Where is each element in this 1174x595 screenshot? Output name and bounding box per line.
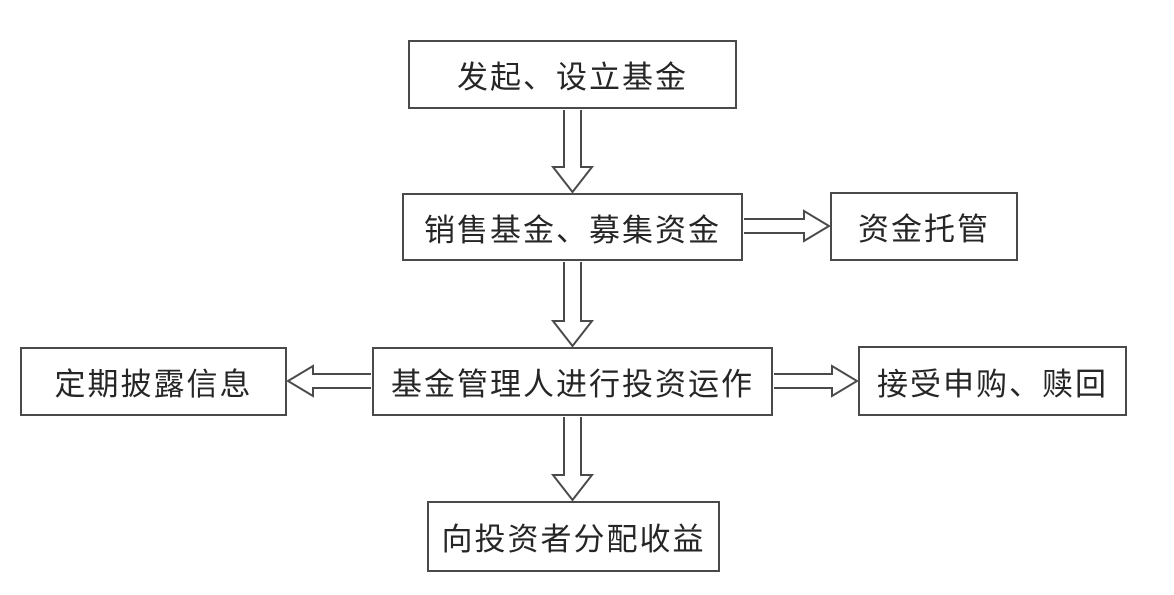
arrow-manage-to-disclose-icon	[286, 364, 371, 398]
arrow-sell-to-manage-icon	[550, 262, 595, 348]
node-subscription-redemption-label: 接受申购、赎回	[877, 366, 1108, 403]
arrow-initiate-to-sell-icon	[550, 110, 595, 194]
node-initiate-fund: 发起、设立基金	[408, 40, 737, 109]
node-manager-investment-label: 基金管理人进行投资运作	[391, 367, 754, 403]
node-fund-custody: 资金托管	[830, 192, 1018, 261]
arrow-sell-to-custody-icon	[744, 209, 831, 243]
arrow-manage-to-redeem-icon	[774, 364, 859, 398]
node-disclose-info-label: 定期披露信息	[54, 367, 253, 403]
node-fund-custody-label: 资金托管	[858, 212, 990, 248]
node-initiate-fund-label: 发起、设立基金	[457, 60, 688, 96]
node-disclose-info: 定期披露信息	[20, 347, 287, 416]
arrow-manage-to-distribute-icon	[550, 417, 595, 502]
node-manager-investment: 基金管理人进行投资运作	[372, 347, 773, 416]
node-subscription-redemption: 接受申购、赎回	[858, 346, 1127, 416]
node-sell-raise-capital-label: 销售基金、募集资金	[424, 212, 721, 249]
node-distribute-returns-label: 向投资者分配收益	[441, 522, 706, 558]
node-distribute-returns: 向投资者分配收益	[427, 501, 720, 572]
node-sell-raise-capital: 销售基金、募集资金	[402, 193, 743, 261]
